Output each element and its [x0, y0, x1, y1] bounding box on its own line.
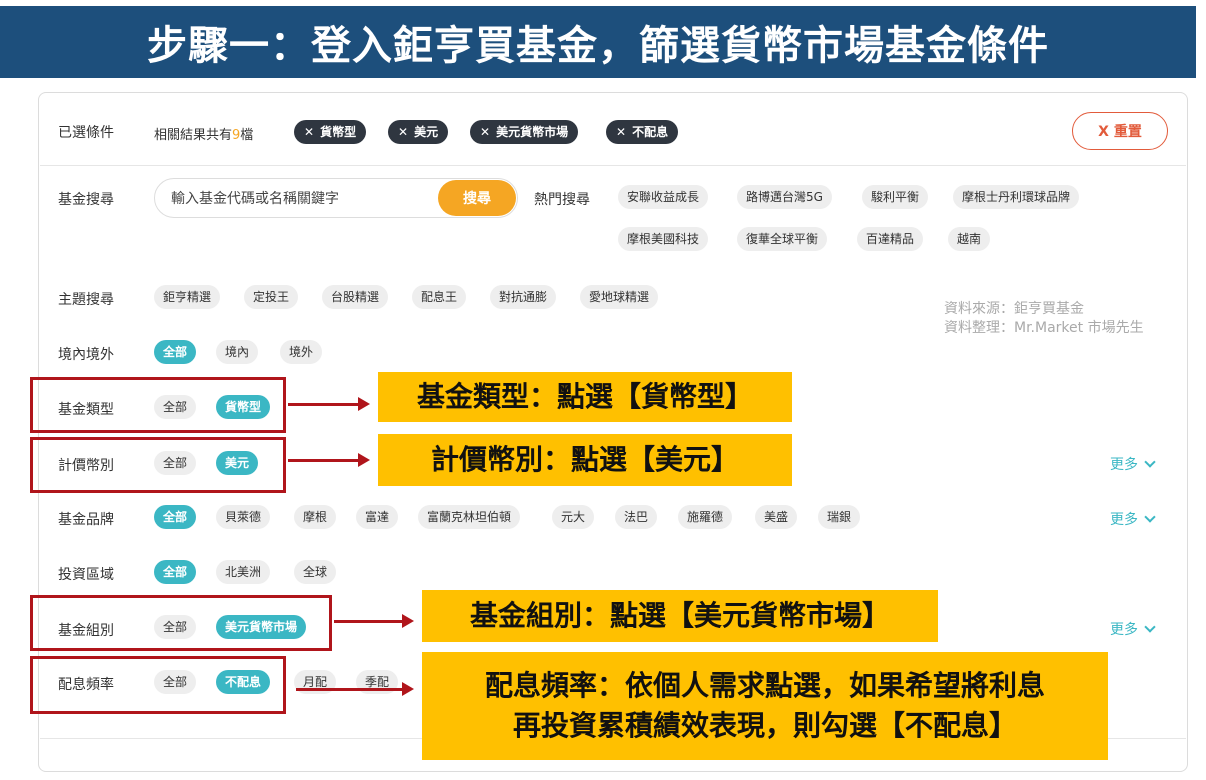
chevron-down-icon [1144, 621, 1156, 633]
callout-currency: 計價幣別：點選【美元】 [378, 434, 792, 486]
callout-dividend-line: 再投資累積績效表現，則勾選【不配息】 [512, 709, 1017, 742]
hot-search-item[interactable]: 摩根美國科技 [618, 227, 709, 251]
data-source-note: 資料來源：鉅亨買基金 資料整理：Mr.Market 市場先生 [944, 300, 1144, 338]
brand-chip[interactable]: 富蘭克林坦伯頓 [418, 505, 521, 529]
divider [40, 165, 1186, 166]
arrow-dividend [296, 682, 414, 696]
result-suffix: 檔 [240, 128, 254, 143]
region-chip[interactable]: 北美洲 [216, 560, 271, 584]
arrow-group [334, 614, 414, 628]
group-chip-selected[interactable]: 美元貨幣市場 [216, 615, 307, 639]
result-count: 9 [232, 128, 241, 143]
fund-type-chip-selected[interactable]: 貨幣型 [216, 395, 271, 419]
currency-chip[interactable]: 全部 [154, 451, 197, 475]
fund-type-chip[interactable]: 全部 [154, 395, 197, 419]
theme-chip[interactable]: 愛地球精選 [580, 285, 659, 309]
selected-tag-fund-type[interactable]: ✕ 貨幣型 [294, 120, 367, 144]
brand-chip[interactable]: 法巴 [615, 505, 658, 529]
highlight-box-group [30, 595, 332, 651]
remove-icon[interactable]: ✕ [480, 125, 491, 139]
theme-chip[interactable]: 定投王 [244, 285, 299, 309]
brand-chip[interactable]: 元大 [552, 505, 595, 529]
brand-chip-all[interactable]: 全部 [154, 505, 197, 529]
hot-search-item[interactable]: 安聯收益成長 [618, 185, 709, 209]
brand-chip[interactable]: 貝萊德 [216, 505, 271, 529]
more-toggle[interactable]: 更多 [1110, 619, 1156, 639]
dividend-chip[interactable]: 全部 [154, 670, 197, 694]
group-label: 基金組別 [58, 623, 114, 639]
result-prefix: 相關結果共有 [154, 128, 233, 143]
hot-search-item[interactable]: 復華全球平衡 [737, 227, 828, 251]
fund-type-label: 基金類型 [58, 402, 114, 418]
chevron-down-icon [1144, 511, 1156, 523]
hot-search-item[interactable]: 摩根士丹利環球品牌 [953, 185, 1080, 209]
brand-chip[interactable]: 富達 [356, 505, 399, 529]
search-button[interactable]: 搜尋 [438, 180, 516, 216]
callout-group: 基金組別：點選【美元貨幣市場】 [422, 590, 938, 642]
currency-label: 計價幣別 [58, 458, 114, 474]
selected-tag-group[interactable]: ✕ 美元貨幣市場 [470, 120, 579, 144]
dividend-label: 配息頻率 [58, 677, 114, 693]
theme-chip[interactable]: 鉅亨精選 [154, 285, 221, 309]
search-label: 基金搜尋 [58, 192, 114, 208]
arrow-currency [288, 453, 370, 467]
reset-button[interactable]: X 重置 [1072, 112, 1168, 150]
hot-search-item[interactable]: 越南 [948, 227, 991, 251]
group-chip[interactable]: 全部 [154, 615, 197, 639]
search-input[interactable] [171, 188, 431, 210]
brand-chip[interactable]: 摩根 [294, 505, 337, 529]
theme-chip[interactable]: 台股精選 [322, 285, 389, 309]
tag-label: 美元貨幣市場 [496, 125, 569, 139]
brand-label: 基金品牌 [58, 512, 114, 528]
domestic-label: 境內境外 [58, 347, 114, 363]
domestic-chip[interactable]: 境外 [280, 340, 323, 364]
selected-tag-dividend[interactable]: ✕ 不配息 [606, 120, 679, 144]
arrow-fund-type [288, 397, 370, 411]
more-toggle[interactable]: 更多 [1110, 509, 1156, 529]
region-chip-all[interactable]: 全部 [154, 560, 197, 584]
brand-chip[interactable]: 施羅德 [678, 505, 733, 529]
tag-label: 貨幣型 [320, 125, 357, 139]
dividend-chip-selected[interactable]: 不配息 [216, 670, 271, 694]
tag-label: 不配息 [632, 125, 669, 139]
tag-label: 美元 [414, 125, 439, 139]
callout-dividend: 配息頻率：依個人需求點選，如果希望將利息 再投資累積績效表現，則勾選【不配息】 [422, 652, 1108, 760]
hot-search-item[interactable]: 路博邁台灣5G [737, 185, 832, 209]
hot-search-item[interactable]: 百達精品 [857, 227, 924, 251]
domestic-chip[interactable]: 境內 [216, 340, 259, 364]
hot-search-item[interactable]: 駿利平衡 [862, 185, 929, 209]
more-label: 更多 [1110, 457, 1138, 473]
hot-search-label: 熱門搜尋 [534, 192, 590, 208]
remove-icon[interactable]: ✕ [398, 125, 409, 139]
domestic-chip-all[interactable]: 全部 [154, 340, 197, 364]
selected-label: 已選條件 [58, 125, 114, 141]
highlight-box-fund-type [30, 377, 286, 433]
highlight-box-dividend [30, 656, 286, 714]
more-label: 更多 [1110, 622, 1138, 638]
banner: 步驟一：登入鉅亨買基金，篩選貨幣市場基金條件 [0, 6, 1196, 78]
brand-chip[interactable]: 美盛 [755, 505, 798, 529]
result-summary: 相關結果共有9檔 [154, 124, 253, 143]
remove-icon[interactable]: ✕ [616, 125, 627, 139]
region-label: 投資區域 [58, 567, 114, 583]
currency-chip-selected[interactable]: 美元 [216, 451, 259, 475]
banner-title: 步驟一：登入鉅亨買基金，篩選貨幣市場基金條件 [147, 23, 1049, 69]
theme-label: 主題搜尋 [58, 292, 114, 308]
more-label: 更多 [1110, 512, 1138, 528]
brand-chip[interactable]: 瑞銀 [818, 505, 861, 529]
highlight-box-currency [30, 437, 286, 493]
theme-chip[interactable]: 配息王 [412, 285, 467, 309]
remove-icon[interactable]: ✕ [304, 125, 315, 139]
region-chip[interactable]: 全球 [294, 560, 337, 584]
chevron-down-icon [1144, 456, 1156, 468]
source-line: 資料整理：Mr.Market 市場先生 [944, 320, 1144, 336]
callout-fund-type: 基金類型：點選【貨幣型】 [378, 372, 792, 422]
callout-dividend-line: 配息頻率：依個人需求點選，如果希望將利息 [484, 669, 1045, 702]
source-line: 資料來源：鉅亨買基金 [944, 301, 1084, 317]
more-toggle[interactable]: 更多 [1110, 454, 1156, 474]
selected-tag-currency[interactable]: ✕ 美元 [388, 120, 449, 144]
theme-chip[interactable]: 對抗通膨 [490, 285, 557, 309]
search-box [154, 178, 518, 218]
